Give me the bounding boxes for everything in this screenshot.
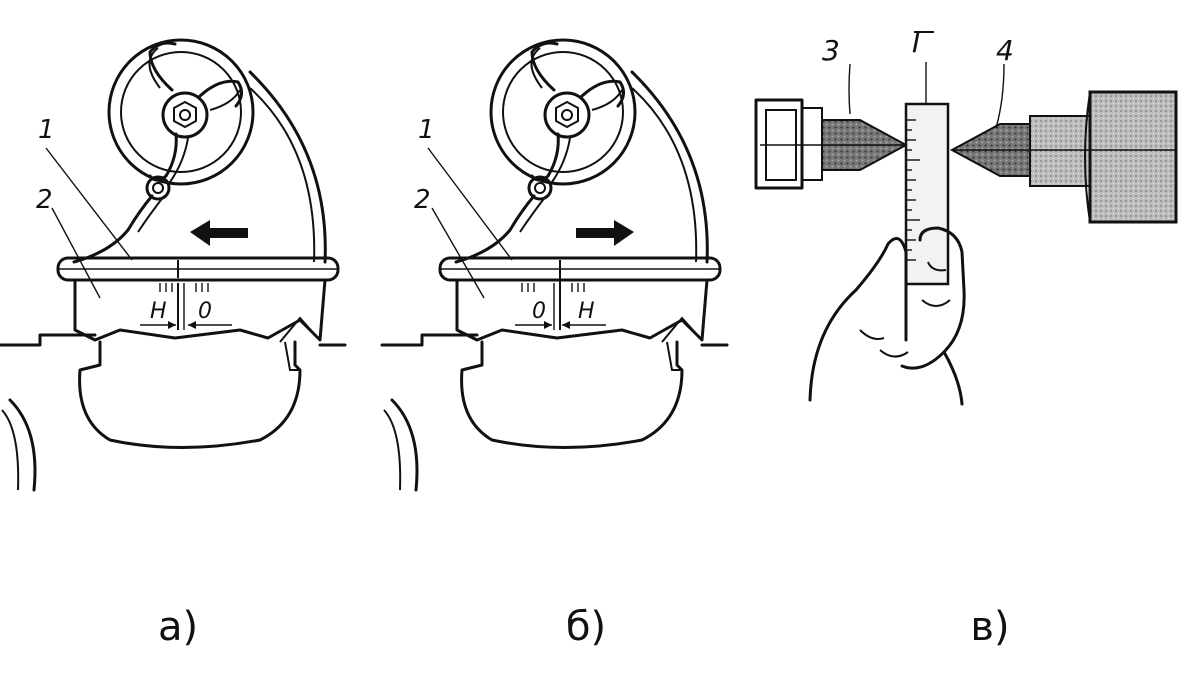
left-center-3 (754, 98, 909, 190)
caption-c: в) (970, 604, 1009, 650)
scale-left-a: Н (150, 299, 167, 324)
arrow-right-icon (576, 220, 634, 246)
caption-a: а) (158, 604, 198, 650)
label-ruler: I (912, 26, 920, 59)
scale-left-b: 0 (532, 299, 546, 324)
caption-b: б) (566, 604, 606, 650)
panel-b-diagram: 1 2 0 Н б) (380, 38, 729, 650)
label-carriage-a: 2 (36, 185, 53, 215)
label-dial-a: 1 (38, 115, 55, 145)
label-right-center: 4 (996, 34, 1014, 67)
panel-c-diagram: 3 I 4 в) (754, 26, 1178, 650)
dial-scale-a (140, 283, 232, 330)
hand-illustration (808, 226, 966, 406)
arrow-left-icon (190, 220, 248, 246)
panel-a-diagram: 1 2 Н 0 а) (0, 38, 347, 650)
right-center-4 (949, 90, 1178, 224)
label-left-center: 3 (822, 34, 840, 67)
label-carriage-b: 2 (414, 185, 431, 215)
ruler (904, 102, 950, 286)
label-dial-b: 1 (418, 115, 435, 145)
scale-right-a: 0 (198, 299, 212, 324)
scale-right-b: Н (578, 299, 595, 324)
dial-scale-b (515, 260, 606, 330)
